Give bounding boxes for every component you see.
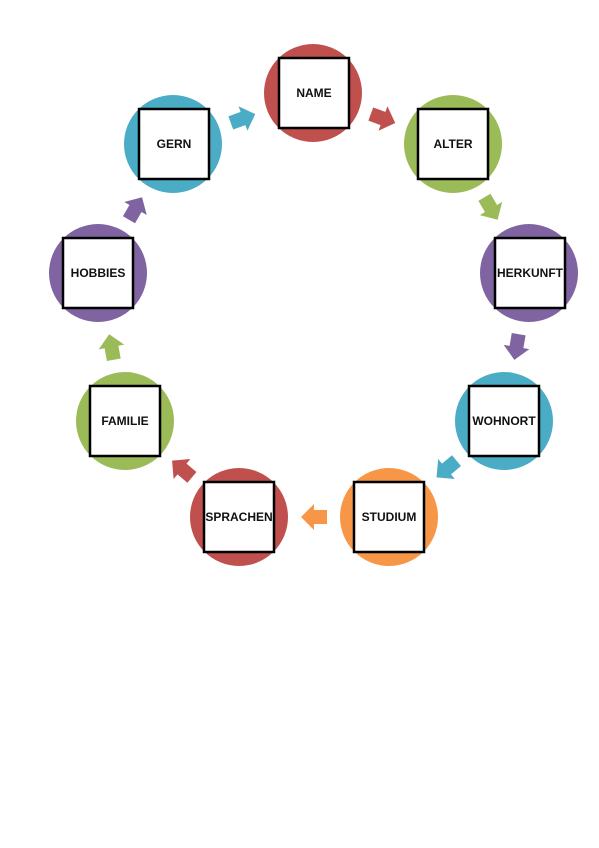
node-box-sprachen — [202, 480, 276, 554]
node-box-wohnort — [467, 384, 541, 458]
node-label-familie: FAMILIE — [101, 414, 148, 428]
node-alter: ALTER — [404, 95, 502, 193]
node-herkunft: HERKUNFT — [480, 224, 578, 322]
node-hobbies: HOBBIES — [49, 224, 147, 322]
nodes-layer: NAME ALTER HERKUNFT WOHNORT STUDIUM SPRACHEN F… — [49, 44, 578, 566]
arrow-hobbies-to-gern — [122, 197, 147, 224]
node-gern: GERN — [124, 95, 222, 193]
node-box-name — [277, 56, 351, 130]
node-label-gern: GERN — [157, 137, 192, 151]
arrow-gern-to-name — [228, 106, 256, 131]
node-box-herkunft — [493, 236, 567, 310]
node-name: NAME — [264, 44, 362, 142]
arrow-herkunft-to-wohnort — [503, 333, 530, 360]
node-studium: STUDIUM — [340, 468, 438, 566]
arrow-alter-to-herkunft — [478, 193, 503, 220]
node-label-herkunft: HERKUNFT — [497, 266, 564, 280]
node-familie: FAMILIE — [76, 372, 174, 470]
node-box-gern — [137, 107, 211, 181]
arrow-name-to-alter — [368, 106, 396, 131]
node-box-hobbies — [61, 236, 135, 310]
node-box-studium — [352, 480, 426, 554]
arrow-sprachen-to-familie — [172, 459, 197, 483]
node-label-alter: ALTER — [433, 137, 472, 151]
node-label-hobbies: HOBBIES — [71, 266, 126, 280]
node-label-wohnort: WOHNORT — [472, 414, 536, 428]
arrow-wohnort-to-studium — [436, 455, 461, 479]
node-box-familie — [88, 384, 162, 458]
node-wohnort: WOHNORT — [455, 372, 553, 470]
arrow-familie-to-hobbies — [98, 334, 125, 362]
node-sprachen: SPRACHEN — [190, 468, 288, 566]
node-box-alter — [416, 107, 490, 181]
arrow-studium-to-sprachen — [301, 504, 327, 530]
node-label-sprachen: SPRACHEN — [205, 510, 272, 524]
node-label-studium: STUDIUM — [362, 510, 417, 524]
arrows-layer — [98, 106, 530, 530]
node-label-name: NAME — [296, 86, 331, 100]
